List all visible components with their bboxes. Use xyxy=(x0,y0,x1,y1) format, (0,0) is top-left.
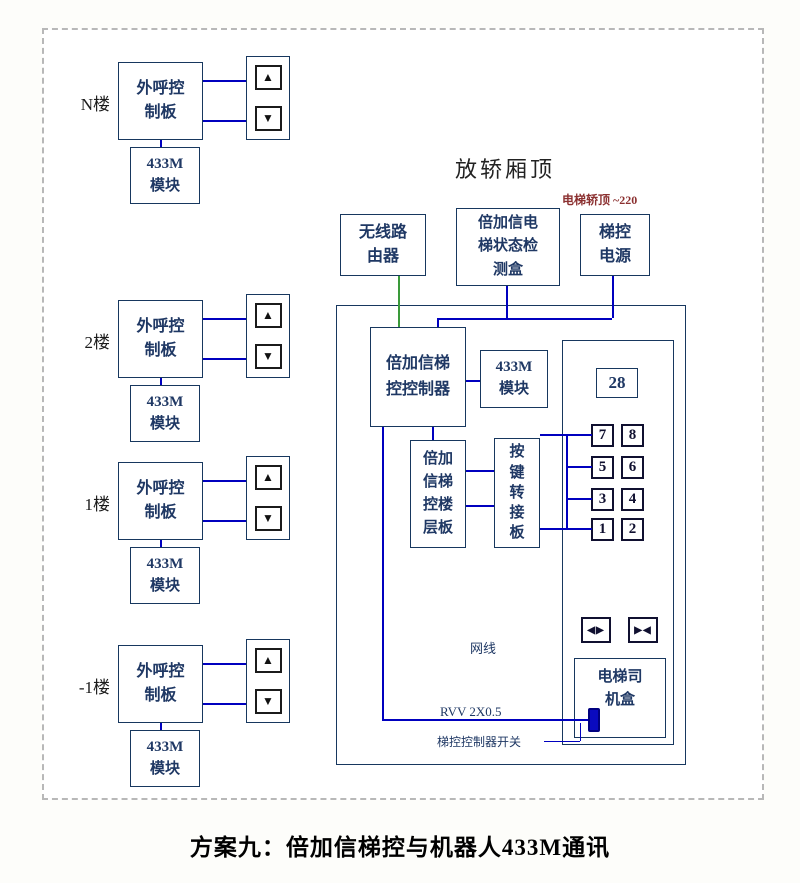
wire xyxy=(203,480,246,482)
call-control-board: 外呼控 制板 xyxy=(118,462,203,540)
call-control-board: 外呼控 制板 xyxy=(118,645,203,723)
down-button: ▼ xyxy=(254,344,282,369)
elevator-status-detector: 倍加信电 梯状态检 测盒 xyxy=(456,208,560,286)
floor-group-minus1: -1楼 外呼控 制板 ▲ ▼ 433M 模块 xyxy=(40,639,300,791)
wire-bus-drop xyxy=(437,318,439,327)
wire-detector xyxy=(506,286,508,318)
cop-button-6: 6 xyxy=(621,456,644,479)
wire xyxy=(203,318,246,320)
section-heading-car-top: 放轿厢顶 xyxy=(454,157,555,182)
down-arrow-icon: ▼ xyxy=(262,694,274,708)
up-arrow-icon: ▲ xyxy=(262,70,274,84)
wire xyxy=(203,663,246,665)
wire-rvv xyxy=(382,719,588,721)
wire-router xyxy=(398,276,400,327)
controller-433m-module: 433M 模块 xyxy=(480,350,548,408)
floor-label: -1楼 xyxy=(78,678,110,697)
wire xyxy=(160,378,162,385)
floor-board: 倍加 信梯 控楼 层板 xyxy=(410,440,466,548)
door-close-icon: ▶◀ xyxy=(634,624,652,636)
floor-display: 28 xyxy=(596,368,638,398)
up-arrow-icon: ▲ xyxy=(262,653,274,667)
wire-power xyxy=(612,276,614,318)
cop-button-3: 3 xyxy=(591,488,614,511)
cop-button-5: 5 xyxy=(591,456,614,479)
call-buttons-panel: ▲ ▼ xyxy=(246,56,290,140)
up-arrow-icon: ▲ xyxy=(262,470,274,484)
wire-button-bus xyxy=(566,434,568,530)
controller-switch-label: 梯控控制器开关 xyxy=(437,735,522,749)
wire-button-row xyxy=(566,498,592,500)
wireless-router: 无线路 由器 xyxy=(340,214,426,276)
floor-label: 2楼 xyxy=(84,333,111,352)
network-cable-label: 网线 xyxy=(470,641,497,656)
wire xyxy=(203,120,246,122)
wire-switch-pointer xyxy=(544,741,580,742)
down-button: ▼ xyxy=(254,106,282,131)
elevator-controller: 倍加信梯 控控制器 xyxy=(370,327,466,427)
call-buttons-panel: ▲ ▼ xyxy=(246,456,290,540)
down-button: ▼ xyxy=(254,689,282,714)
wire-bus xyxy=(437,318,612,320)
floor-group-2: 2楼 外呼控 制板 ▲ ▼ 433M 模块 xyxy=(40,294,300,446)
wire xyxy=(160,140,162,147)
cop-button-8: 8 xyxy=(621,424,644,447)
wire-controller-433m xyxy=(466,380,480,382)
wire-switch-pointer xyxy=(580,723,581,741)
up-button: ▲ xyxy=(254,303,282,328)
up-button: ▲ xyxy=(254,65,282,90)
wire-button-row xyxy=(566,466,592,468)
call-control-board: 外呼控 制板 xyxy=(118,300,203,378)
down-arrow-icon: ▼ xyxy=(262,349,274,363)
wire xyxy=(203,520,246,522)
cop-button-2: 2 xyxy=(621,518,644,541)
call-control-board: 外呼控 制板 xyxy=(118,62,203,140)
rvv-cable-label: RVV 2X0.5 xyxy=(440,704,502,719)
down-button: ▼ xyxy=(254,506,282,531)
wire xyxy=(203,703,246,705)
up-arrow-icon: ▲ xyxy=(262,308,274,322)
wire xyxy=(160,540,162,547)
floor-group-n: N楼 外呼控 制板 ▲ ▼ 433M 模块 xyxy=(40,56,300,208)
module-433m: 433M 模块 xyxy=(130,147,200,204)
call-buttons-panel: ▲ ▼ xyxy=(246,294,290,378)
wire xyxy=(203,80,246,82)
call-buttons-panel: ▲ ▼ xyxy=(246,639,290,723)
wire xyxy=(203,358,246,360)
down-arrow-icon: ▼ xyxy=(262,511,274,525)
wire xyxy=(160,723,162,730)
module-433m: 433M 模块 xyxy=(130,547,200,604)
door-open-button: ◀▶ xyxy=(581,617,611,643)
diagram-title: 方案九：倍加信梯控与机器人433M通讯 xyxy=(189,835,611,860)
wire-controller-floorboard xyxy=(432,427,434,440)
down-arrow-icon: ▼ xyxy=(262,111,274,125)
floor-label: 1楼 xyxy=(84,495,111,514)
cop-button-1: 1 xyxy=(591,518,614,541)
cop-button-7: 7 xyxy=(591,424,614,447)
control-power-supply: 梯控 电源 xyxy=(580,214,650,276)
module-433m: 433M 模块 xyxy=(130,730,200,787)
door-open-icon: ◀▶ xyxy=(587,624,605,636)
module-433m: 433M 模块 xyxy=(130,385,200,442)
cop-button-4: 4 xyxy=(621,488,644,511)
wire-floorboard-adapter xyxy=(466,505,494,507)
key-adapter-board: 按 键 转 接 板 xyxy=(494,438,540,548)
floor-group-1: 1楼 外呼控 制板 ▲ ▼ 433M 模块 xyxy=(40,456,300,608)
up-button: ▲ xyxy=(254,465,282,490)
floor-label: N楼 xyxy=(80,95,110,114)
wire-floorboard-adapter xyxy=(466,470,494,472)
door-close-button: ▶◀ xyxy=(628,617,658,643)
controller-switch xyxy=(588,708,600,732)
wire-network xyxy=(382,427,384,719)
car-top-power-note: 电梯轿顶 ~220 xyxy=(562,193,638,207)
up-button: ▲ xyxy=(254,648,282,673)
